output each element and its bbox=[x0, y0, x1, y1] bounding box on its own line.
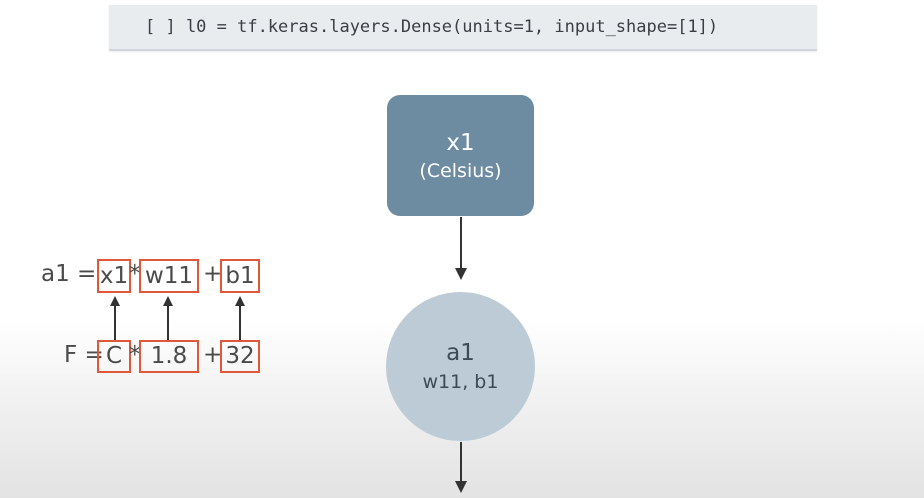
equation-specific-term1: C bbox=[97, 340, 131, 373]
mapping-arrow-term1 bbox=[110, 296, 120, 340]
equation-general-op1: * bbox=[129, 261, 141, 287]
equation-specific-op1: * bbox=[129, 342, 141, 368]
equation-general-term3: b1 bbox=[220, 259, 260, 293]
equation-specific-op2: + bbox=[203, 342, 223, 368]
neuron-title: a1 bbox=[446, 339, 475, 366]
input-node-title: x1 bbox=[446, 129, 475, 156]
equation-general-term1: x1 bbox=[97, 259, 131, 293]
input-node-subtitle: (Celsius) bbox=[419, 159, 502, 182]
equation-specific-term2: 1.8 bbox=[139, 340, 199, 373]
mapping-arrow-term2 bbox=[163, 296, 173, 340]
equation-general-lhs: a1 = bbox=[41, 261, 97, 287]
input-node: x1 (Celsius) bbox=[387, 95, 534, 216]
equation-general-term2: w11 bbox=[139, 259, 199, 293]
equation-specific-term3: 32 bbox=[220, 340, 260, 373]
code-cell[interactable]: [ ] l0 = tf.keras.layers.Dense(units=1, … bbox=[109, 5, 817, 51]
neuron-params: w11, b1 bbox=[422, 370, 499, 393]
arrow-neuron-to-output bbox=[455, 442, 467, 493]
code-text: [ ] l0 = tf.keras.layers.Dense(units=1, … bbox=[145, 17, 719, 37]
neuron-node: a1 w11, b1 bbox=[386, 292, 535, 441]
equation-general-op2: + bbox=[203, 261, 223, 287]
arrow-input-to-neuron bbox=[455, 217, 467, 280]
mapping-arrow-term3 bbox=[235, 296, 245, 340]
